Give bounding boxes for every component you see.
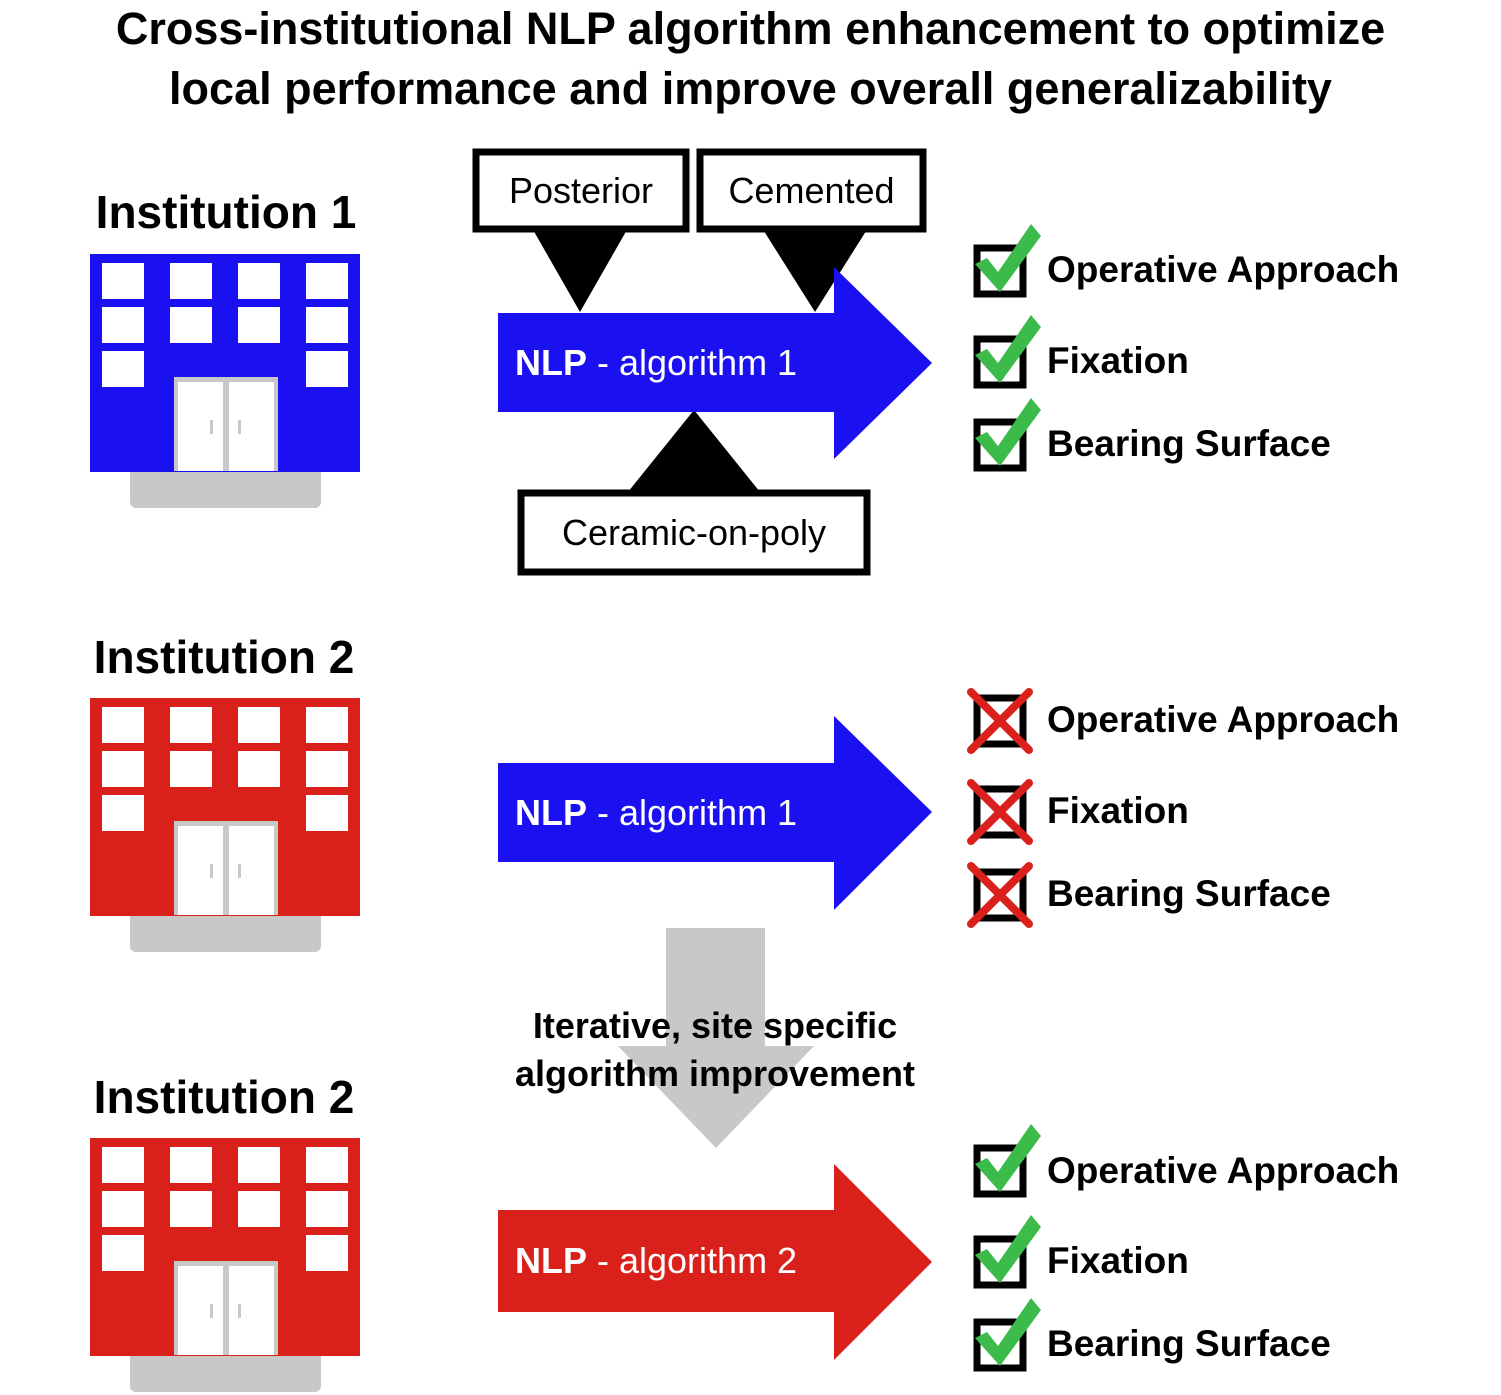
building-icon-institution-2	[90, 698, 360, 952]
iteration-text-line-2: algorithm improvement	[514, 1053, 916, 1094]
cross-icon-2-3	[967, 862, 1033, 928]
criteria-label-3-2: Fixation	[1047, 1240, 1189, 1281]
criteria-label-1-3: Bearing Surface	[1047, 423, 1331, 464]
iteration-text: Iterative, site specific algorithm impro…	[465, 1002, 965, 1098]
ceramic-tag-box	[517, 489, 871, 576]
checkmark-icon-3-1	[973, 1124, 1041, 1198]
building-icon-institution-2-improved	[90, 1138, 360, 1392]
algorithm-label-1: NLP - algorithm 1	[515, 342, 797, 384]
institution-label-1: Institution 1	[95, 186, 357, 238]
checkmark-icon-1-2	[973, 315, 1041, 389]
institution-label-3: Institution 2	[93, 1071, 355, 1123]
ceramic-pointer	[628, 410, 760, 492]
posterior-tag: Posterior	[508, 170, 654, 211]
algorithm-label-3-rest: - algorithm 2	[587, 1240, 798, 1281]
posterior-pointer	[532, 228, 628, 312]
criteria-label-2-3: Bearing Surface	[1047, 873, 1331, 914]
algorithm-arrow-2	[498, 716, 932, 910]
building-icon-institution-1	[90, 254, 360, 508]
criteria-label-2-2: Fixation	[1047, 790, 1189, 831]
algorithm-arrow-1	[498, 267, 932, 459]
cemented-pointer	[762, 228, 868, 312]
algorithm-label-1-bold: NLP	[515, 342, 587, 383]
criteria-label-2-1: Operative Approach	[1047, 699, 1400, 740]
algorithm-label-2-rest: - algorithm 1	[587, 792, 798, 833]
checkmark-icon-1-3	[973, 398, 1041, 472]
title-line-2: local performance and improve overall ge…	[169, 63, 1332, 114]
criteria-label-3-1: Operative Approach	[1047, 1150, 1400, 1191]
algorithm-label-2-bold: NLP	[515, 792, 587, 833]
algorithm-label-3-bold: NLP	[515, 1240, 587, 1281]
result-marks	[967, 224, 1041, 1372]
ceramic-tag: Ceramic-on-poly	[561, 512, 827, 553]
posterior-tag-box	[472, 148, 690, 233]
cemented-tag: Cemented	[728, 170, 895, 211]
cross-icon-2-1	[967, 688, 1033, 754]
title-line-1: Cross-institutional NLP algorithm enhanc…	[115, 3, 1386, 54]
iteration-text-line-1: Iterative, site specific	[532, 1005, 898, 1046]
criteria-label-1-2: Fixation	[1047, 340, 1189, 381]
cemented-tag-box	[696, 148, 927, 233]
criteria-label-3-3: Bearing Surface	[1047, 1323, 1331, 1364]
algorithm-arrow-3	[498, 1164, 932, 1360]
iteration-arrow	[618, 928, 814, 1148]
institution-label-2: Institution 2	[93, 631, 355, 683]
checkmark-icon-1-1	[973, 224, 1041, 298]
algorithm-label-2: NLP - algorithm 1	[515, 792, 797, 834]
checkmark-icon-3-3	[973, 1298, 1041, 1372]
criteria-label-1-1: Operative Approach	[1047, 249, 1400, 290]
cross-icon-2-2	[967, 779, 1033, 845]
checkmark-icon-3-2	[973, 1215, 1041, 1289]
algorithm-label-3: NLP - algorithm 2	[515, 1240, 797, 1282]
algorithm-label-1-rest: - algorithm 1	[587, 342, 798, 383]
